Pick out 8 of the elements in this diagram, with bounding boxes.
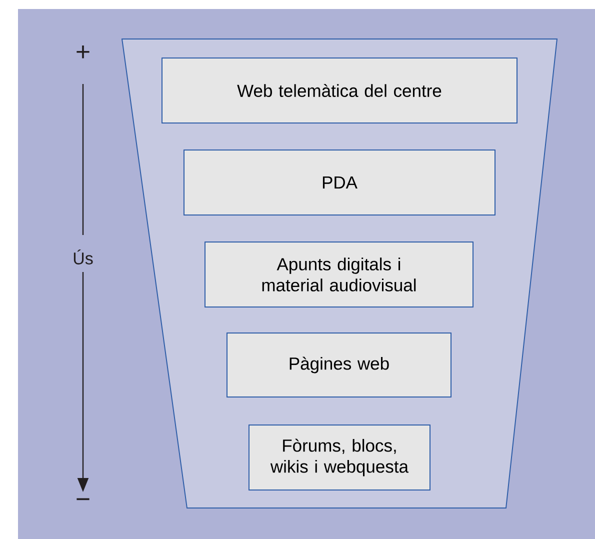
axis-label: Ús: [74, 250, 93, 264]
text-box: Fòrums, blocs, wikis i webquesta: [248, 424, 430, 490]
minus-sign: −: [76, 498, 90, 500]
text-box: Apunts digitals i material audiovisual: [204, 242, 474, 308]
text-box: PDA: [184, 150, 496, 216]
text-box: Web telemàtica del centre: [162, 58, 518, 124]
text-box: Pàgines web: [226, 332, 452, 398]
plus-sign: +: [76, 46, 90, 58]
